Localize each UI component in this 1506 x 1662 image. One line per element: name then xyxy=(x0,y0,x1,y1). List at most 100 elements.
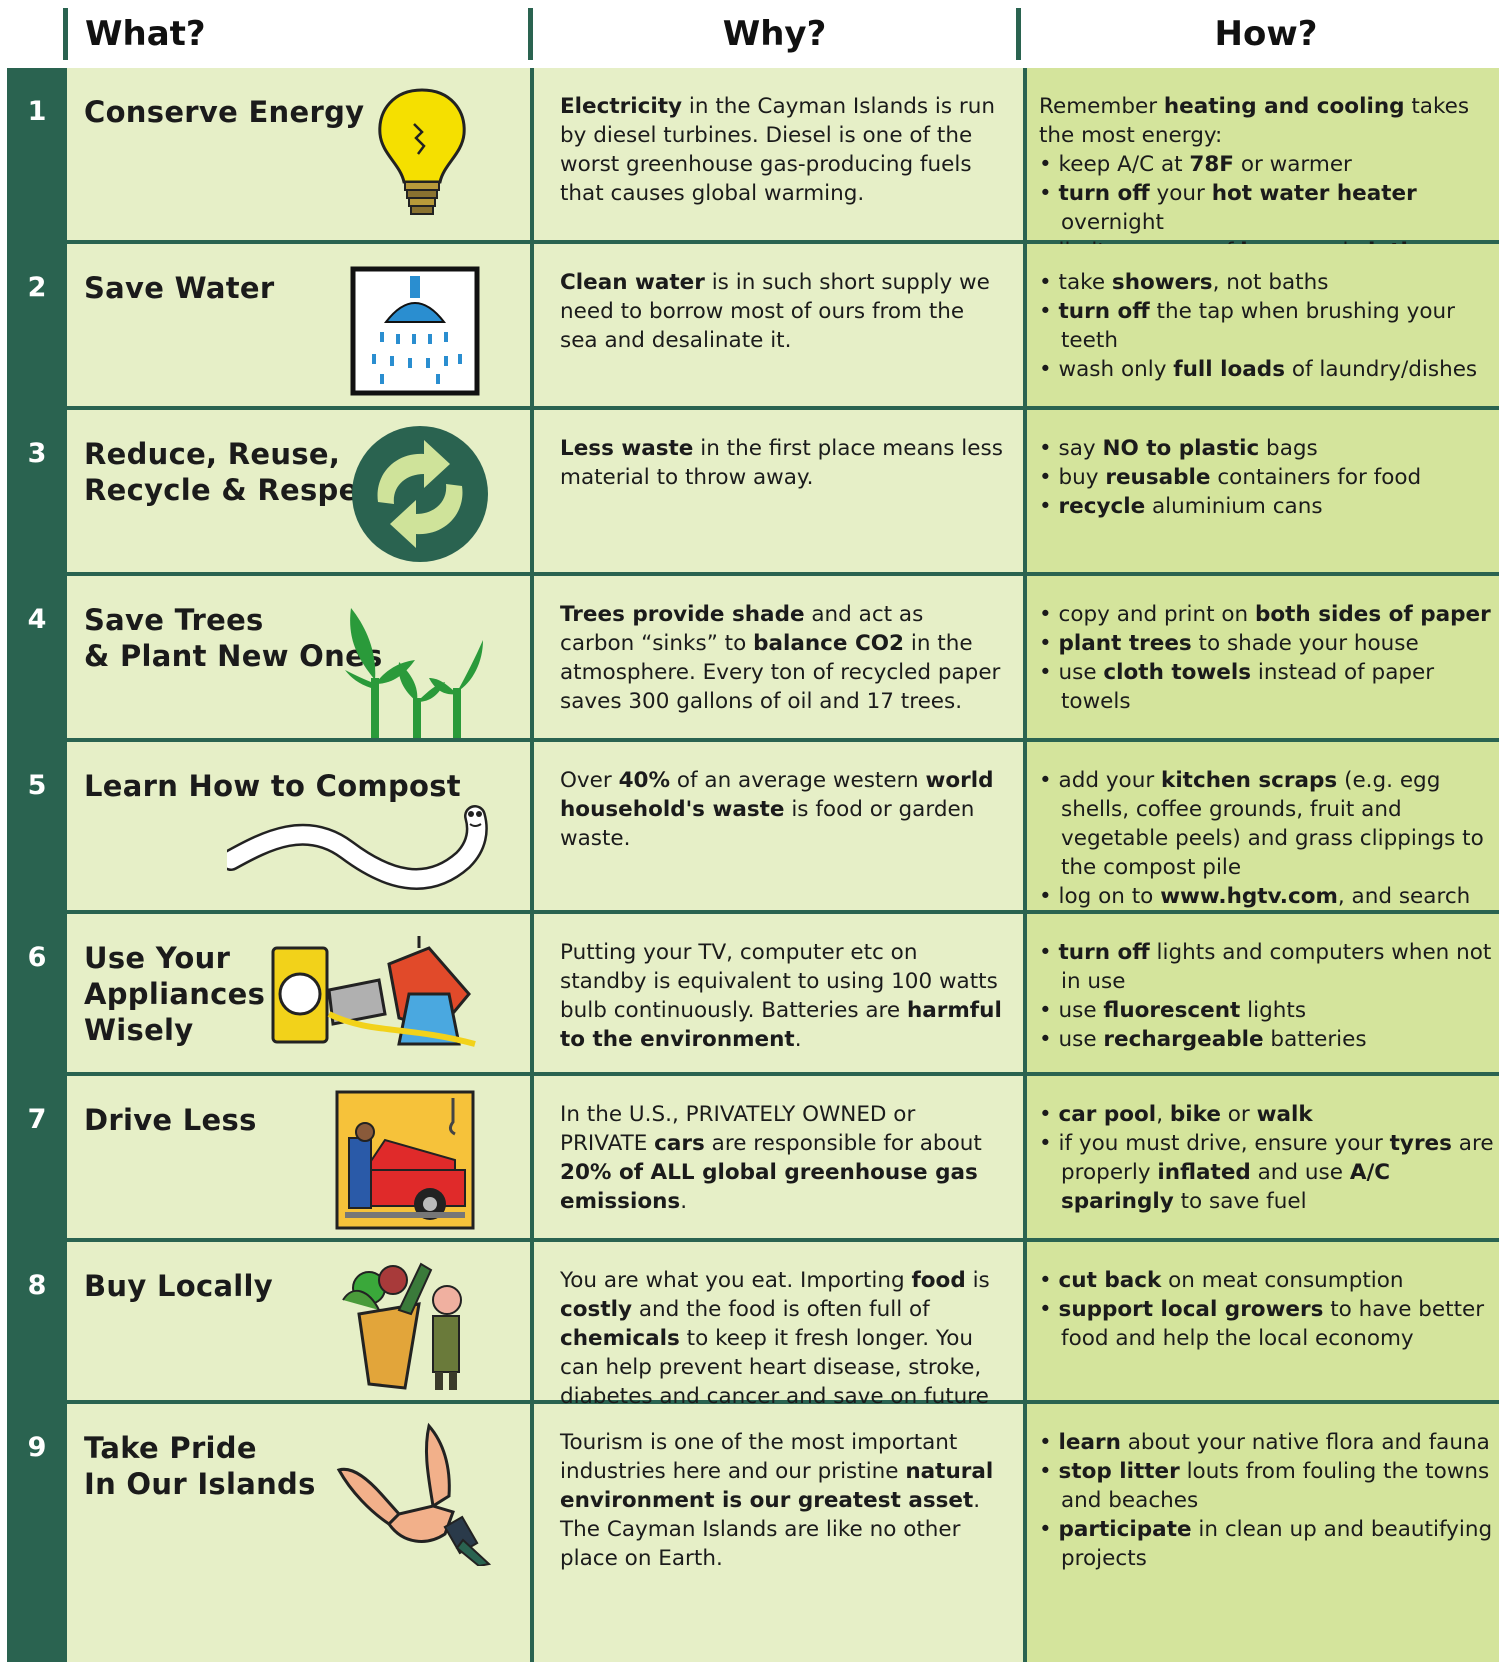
how-bullet: buy reusable containers for food xyxy=(1039,463,1495,492)
header-why: Why? xyxy=(528,8,1016,60)
how-bullet: if you must drive, ensure your tyres are… xyxy=(1039,1129,1495,1216)
what-cell: Drive Less xyxy=(67,1076,530,1238)
how-bullet: use cloth towels instead of paper towels xyxy=(1039,658,1495,716)
shower-icon xyxy=(350,266,480,400)
why-text: Putting your TV, computer etc on standby… xyxy=(560,940,1002,1052)
what-cell: Save Water xyxy=(67,244,530,406)
what-cell: Learn How to Compost xyxy=(67,742,530,910)
row-number: 6 xyxy=(27,942,47,973)
why-cell: In the U.S., PRIVATELY OWNED or PRIVATE … xyxy=(534,1076,1023,1238)
table-row: 2 Save Water Clean water is in such short… xyxy=(7,244,1499,406)
how-bullet: plant trees to shade your house xyxy=(1039,629,1495,658)
how-intro: Remember heating and cooling takes the m… xyxy=(1039,94,1470,148)
table-row: 7 Drive Less In the U.S., PRIVATELY OWNED… xyxy=(7,1076,1499,1238)
column-headers: What? Why? How? xyxy=(0,0,1506,68)
how-bullet: car pool, bike or walk xyxy=(1039,1100,1495,1129)
why-cell: Less waste in the first place means less… xyxy=(534,410,1023,572)
worm-icon xyxy=(220,800,497,904)
how-bullet: keep A/C at 78F or warmer xyxy=(1039,150,1495,179)
how-text: turn off lights and computers when not i… xyxy=(1039,938,1495,1054)
what-cell: Conserve Energy xyxy=(67,68,530,240)
clapping-hands-icon xyxy=(333,1416,493,1570)
header-how: How? xyxy=(1016,8,1506,60)
tip-title: Drive Less xyxy=(84,1103,257,1137)
why-text: Less waste in the first place means less… xyxy=(560,436,1003,490)
how-bullet: turn off the tap when brushing your teet… xyxy=(1039,297,1495,355)
row-number: 4 xyxy=(27,604,47,635)
row-number: 3 xyxy=(27,438,47,469)
why-text: Trees provide shade and act as carbon “s… xyxy=(560,602,1001,714)
how-bullet: stop litter louts from fouling the towns… xyxy=(1039,1457,1495,1515)
how-bullet: use fluorescent lights xyxy=(1039,996,1495,1025)
how-bullet: take showers, not baths xyxy=(1039,268,1495,297)
row-number: 1 xyxy=(27,96,47,127)
why-cell: Tourism is one of the most important ind… xyxy=(534,1404,1023,1662)
tip-title: Buy Locally xyxy=(84,1269,273,1303)
header-what: What? xyxy=(63,8,545,60)
row-number: 9 xyxy=(27,1432,47,1463)
tip-title: Save Water xyxy=(84,271,275,305)
how-bullet: recycle aluminium cans xyxy=(1039,492,1495,521)
recycle-icon xyxy=(350,424,490,568)
table-row: 5 Learn How to Compost Over 40% of an ave… xyxy=(7,742,1499,938)
how-bullet: wash only full loads of laundry/dishes xyxy=(1039,355,1495,384)
how-cell: take showers, not bathsturn off the tap … xyxy=(1027,244,1499,406)
how-cell: add your kitchen scraps (e.g. egg shells… xyxy=(1027,742,1499,938)
how-cell: say NO to plastic bagsbuy reusable conta… xyxy=(1027,410,1499,572)
how-bullet: support local growers to have better foo… xyxy=(1039,1295,1495,1353)
tip-title: Reduce, Reuse,Recycle & Respect xyxy=(84,437,391,507)
table-row: 4 Save Trees& Plant New Ones Trees provid… xyxy=(7,576,1499,738)
how-text: take showers, not bathsturn off the tap … xyxy=(1039,268,1495,384)
what-cell: Reduce, Reuse,Recycle & Respect xyxy=(67,410,530,572)
how-bullet: use rechargeable batteries xyxy=(1039,1025,1495,1054)
row-number: 2 xyxy=(27,272,47,303)
tips-table: 1 Conserve Energy Electricity in the Caym… xyxy=(7,68,1499,1662)
how-cell: cut back on meat consumptionsupport loca… xyxy=(1027,1242,1499,1400)
how-bullet: learn about your native flora and fauna xyxy=(1039,1428,1495,1457)
how-bullet: participate in clean up and beautifying … xyxy=(1039,1515,1495,1573)
why-text: Over 40% of an average western world hou… xyxy=(560,768,994,851)
row-number: 8 xyxy=(27,1270,47,1301)
how-bullet: turn off lights and computers when not i… xyxy=(1039,938,1495,996)
why-cell: Clean water is in such short supply we n… xyxy=(534,244,1023,406)
table-row: 8 Buy Locally You are what you eat. Impor… xyxy=(7,1242,1499,1438)
sprouts-icon xyxy=(337,598,487,742)
how-text: car pool, bike or walkif you must drive,… xyxy=(1039,1100,1495,1216)
why-text: Tourism is one of the most important ind… xyxy=(560,1430,994,1571)
tip-title: Save Trees& Plant New Ones xyxy=(84,603,383,673)
row-number: 5 xyxy=(27,770,47,801)
how-cell: Remember heating and cooling takes the m… xyxy=(1027,68,1499,293)
how-cell: turn off lights and computers when not i… xyxy=(1027,914,1499,1072)
how-cell: learn about your native flora and faunas… xyxy=(1027,1404,1499,1662)
how-bullet: turn off your hot water heater overnight xyxy=(1039,179,1495,237)
how-cell: copy and print on both sides of paperpla… xyxy=(1027,576,1499,738)
table-row: 1 Conserve Energy Electricity in the Caym… xyxy=(7,68,1499,293)
how-bullet: add your kitchen scraps (e.g. egg shells… xyxy=(1039,766,1495,882)
how-bullet: copy and print on both sides of paper xyxy=(1039,600,1495,629)
why-text: Electricity in the Cayman Islands is run… xyxy=(560,94,996,206)
row-number: 7 xyxy=(27,1104,47,1135)
how-cell: car pool, bike or walkif you must drive,… xyxy=(1027,1076,1499,1238)
why-cell: Electricity in the Cayman Islands is run… xyxy=(534,68,1023,240)
lightbulb-icon xyxy=(372,84,472,228)
what-cell: Buy Locally xyxy=(67,1242,530,1400)
tip-title: Conserve Energy xyxy=(84,95,365,129)
tip-title: Learn How to Compost xyxy=(84,769,461,803)
how-text: learn about your native flora and faunas… xyxy=(1039,1428,1495,1573)
why-text: Clean water is in such short supply we n… xyxy=(560,270,990,353)
why-cell: You are what you eat. Importing food is … xyxy=(534,1242,1023,1438)
why-cell: Putting your TV, computer etc on standby… xyxy=(534,914,1023,1072)
grocery-bag-icon xyxy=(329,1254,479,1398)
car-repair-icon xyxy=(335,1090,475,1234)
how-text: say NO to plastic bagsbuy reusable conta… xyxy=(1039,434,1495,521)
what-cell: Save Trees& Plant New Ones xyxy=(67,576,530,738)
how-text: cut back on meat consumptionsupport loca… xyxy=(1039,1266,1495,1353)
why-cell: Over 40% of an average western world hou… xyxy=(534,742,1023,910)
plug-icon xyxy=(269,934,479,1068)
how-bullet: cut back on meat consumption xyxy=(1039,1266,1495,1295)
how-text: copy and print on both sides of paperpla… xyxy=(1039,600,1495,716)
